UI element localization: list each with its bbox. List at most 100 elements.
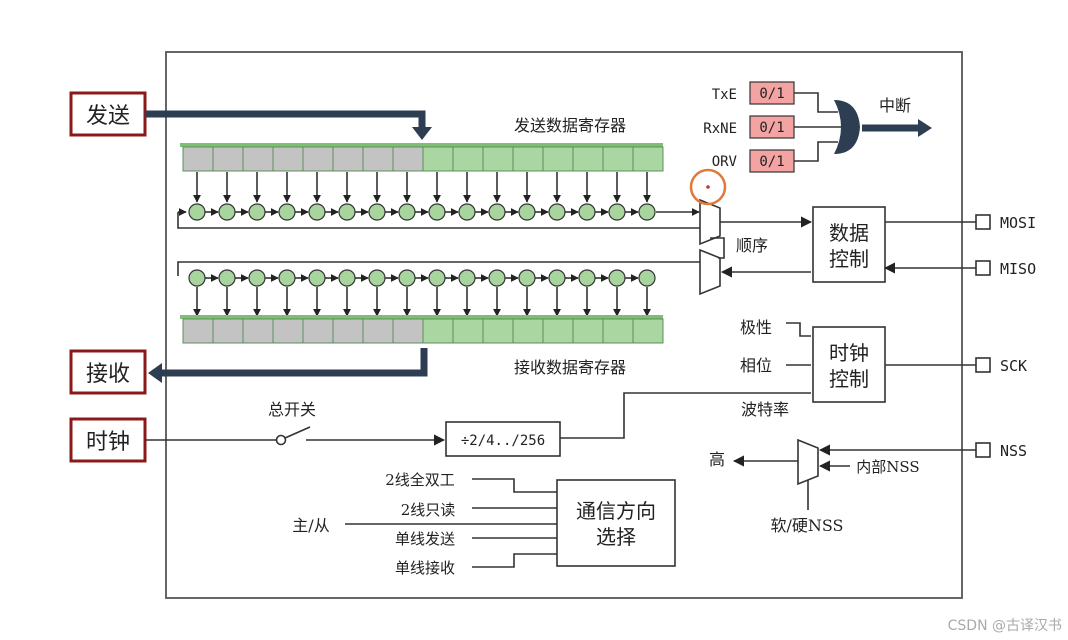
shift-bit-node [548, 269, 566, 287]
register-bit-cell [632, 318, 664, 344]
baud-label: 波特率 [741, 400, 789, 419]
shift-bit-node [278, 203, 296, 221]
shift-loop-wire [177, 212, 700, 229]
receive-side-label: 接收 [69, 349, 147, 395]
shift-register-out [188, 203, 656, 221]
shift-bit-node [578, 269, 596, 287]
register-bit-cell [572, 318, 604, 344]
register-bit-cell [332, 318, 364, 344]
send-bus-arrow [145, 110, 426, 128]
shift-bit-node [428, 269, 446, 287]
send-bus-arrowhead [412, 127, 432, 140]
clock-control-line2: 控制 [829, 367, 869, 391]
mode-full-duplex: 2线全双工 [385, 471, 455, 489]
register-bit-cell [512, 146, 544, 172]
register-edge [180, 315, 663, 319]
register-bit-cell [362, 318, 394, 344]
order-mux-in [699, 248, 721, 296]
flag-txe: TxE 0/1 [712, 81, 795, 105]
miso-label: MISO [1000, 260, 1036, 278]
nss-label: NSS [1000, 442, 1027, 460]
order-link-wire [710, 237, 725, 259]
shift-bit-node [308, 269, 326, 287]
register-bit-cell [272, 146, 304, 172]
order-label: 顺序 [736, 236, 768, 255]
mode-wire-4 [472, 553, 557, 568]
rx-register-title: 接收数据寄存器 [514, 358, 626, 377]
svg-text:TxE: TxE [712, 87, 737, 103]
baud-wire [560, 392, 811, 439]
shift-bit-node [338, 203, 356, 221]
register-edge [180, 143, 663, 147]
shift-bit-node [398, 269, 416, 287]
polarity-label: 极性 [740, 318, 772, 337]
polarity-wire [786, 322, 811, 337]
register-bit-cell [242, 318, 274, 344]
clock-divider-label: ÷2/4../256 [461, 433, 545, 449]
data-control-line1: 数据 [829, 221, 869, 245]
txe-wire [794, 92, 838, 113]
register-bit-cell [182, 318, 214, 344]
receive-bus-arrowhead [148, 363, 162, 383]
or-gate-icon [834, 100, 860, 154]
send-side-label: 发送 [69, 91, 147, 137]
clock-control-box [812, 326, 886, 403]
rx-loop-wire [177, 261, 700, 276]
svg-text:接收: 接收 [86, 362, 130, 387]
shift-bit-node [458, 203, 476, 221]
shift-bit-node [218, 203, 236, 221]
register-bit-cell [392, 146, 424, 172]
mosi-pin [975, 214, 991, 230]
register-bit-cell [482, 318, 514, 344]
mosi-label: MOSI [1000, 214, 1036, 232]
watermark: CSDN @古译汉书 [948, 618, 1062, 634]
register-bit-cell [482, 146, 514, 172]
clock-control-line1: 时钟 [829, 341, 869, 365]
register-bit-cell [542, 318, 574, 344]
nss-mux [797, 438, 819, 486]
shift-bit-node [488, 203, 506, 221]
register-bit-cell [422, 318, 454, 344]
shift-bit-node [458, 269, 476, 287]
register-bit-cell [212, 146, 244, 172]
svg-text:RxNE: RxNE [703, 121, 737, 137]
cursor-highlight [689, 168, 727, 206]
svg-text:ORV: ORV [712, 154, 738, 170]
shift-bit-node [398, 203, 416, 221]
interrupt-label: 中断 [879, 96, 911, 115]
tx-load-arrows [193, 172, 651, 203]
direction-select-line1: 通信方向 [576, 499, 656, 523]
sw-hw-nss-label: 软/硬NSS [770, 516, 843, 535]
tx-data-register [180, 143, 664, 172]
register-bit-cell [362, 146, 394, 172]
high-label: 高 [709, 450, 725, 469]
receive-bus-arrow [162, 348, 428, 377]
register-bit-cell [452, 318, 484, 344]
register-bit-cell [212, 318, 244, 344]
internal-nss-label: 内部NSS [856, 458, 919, 476]
shift-bit-node [518, 269, 536, 287]
miso-pin [975, 260, 991, 276]
shift-bit-node [638, 269, 656, 287]
master-slave-label: 主/从 [292, 516, 329, 535]
register-bit-cell [302, 318, 334, 344]
direction-select-line2: 选择 [596, 525, 636, 549]
mode-single-send: 单线发送 [395, 530, 455, 548]
clock-side-label: 时钟 [69, 417, 147, 463]
shift-bit-node [188, 203, 206, 221]
shift-bit-node [278, 269, 296, 287]
register-bit-cell [632, 146, 664, 172]
rx-data-register [180, 315, 664, 344]
shift-bit-node [608, 203, 626, 221]
clock-divider-box [445, 421, 561, 457]
register-bit-cell [452, 146, 484, 172]
mode-wire-1 [472, 478, 557, 493]
svg-text:发送: 发送 [86, 104, 130, 129]
register-bit-cell [542, 146, 574, 172]
shift-bit-node [218, 269, 236, 287]
shift-bit-node [428, 203, 446, 221]
register-bit-cell [302, 146, 334, 172]
svg-text:0/1: 0/1 [759, 120, 784, 136]
mode-receive-only: 2线只读 [401, 501, 456, 519]
